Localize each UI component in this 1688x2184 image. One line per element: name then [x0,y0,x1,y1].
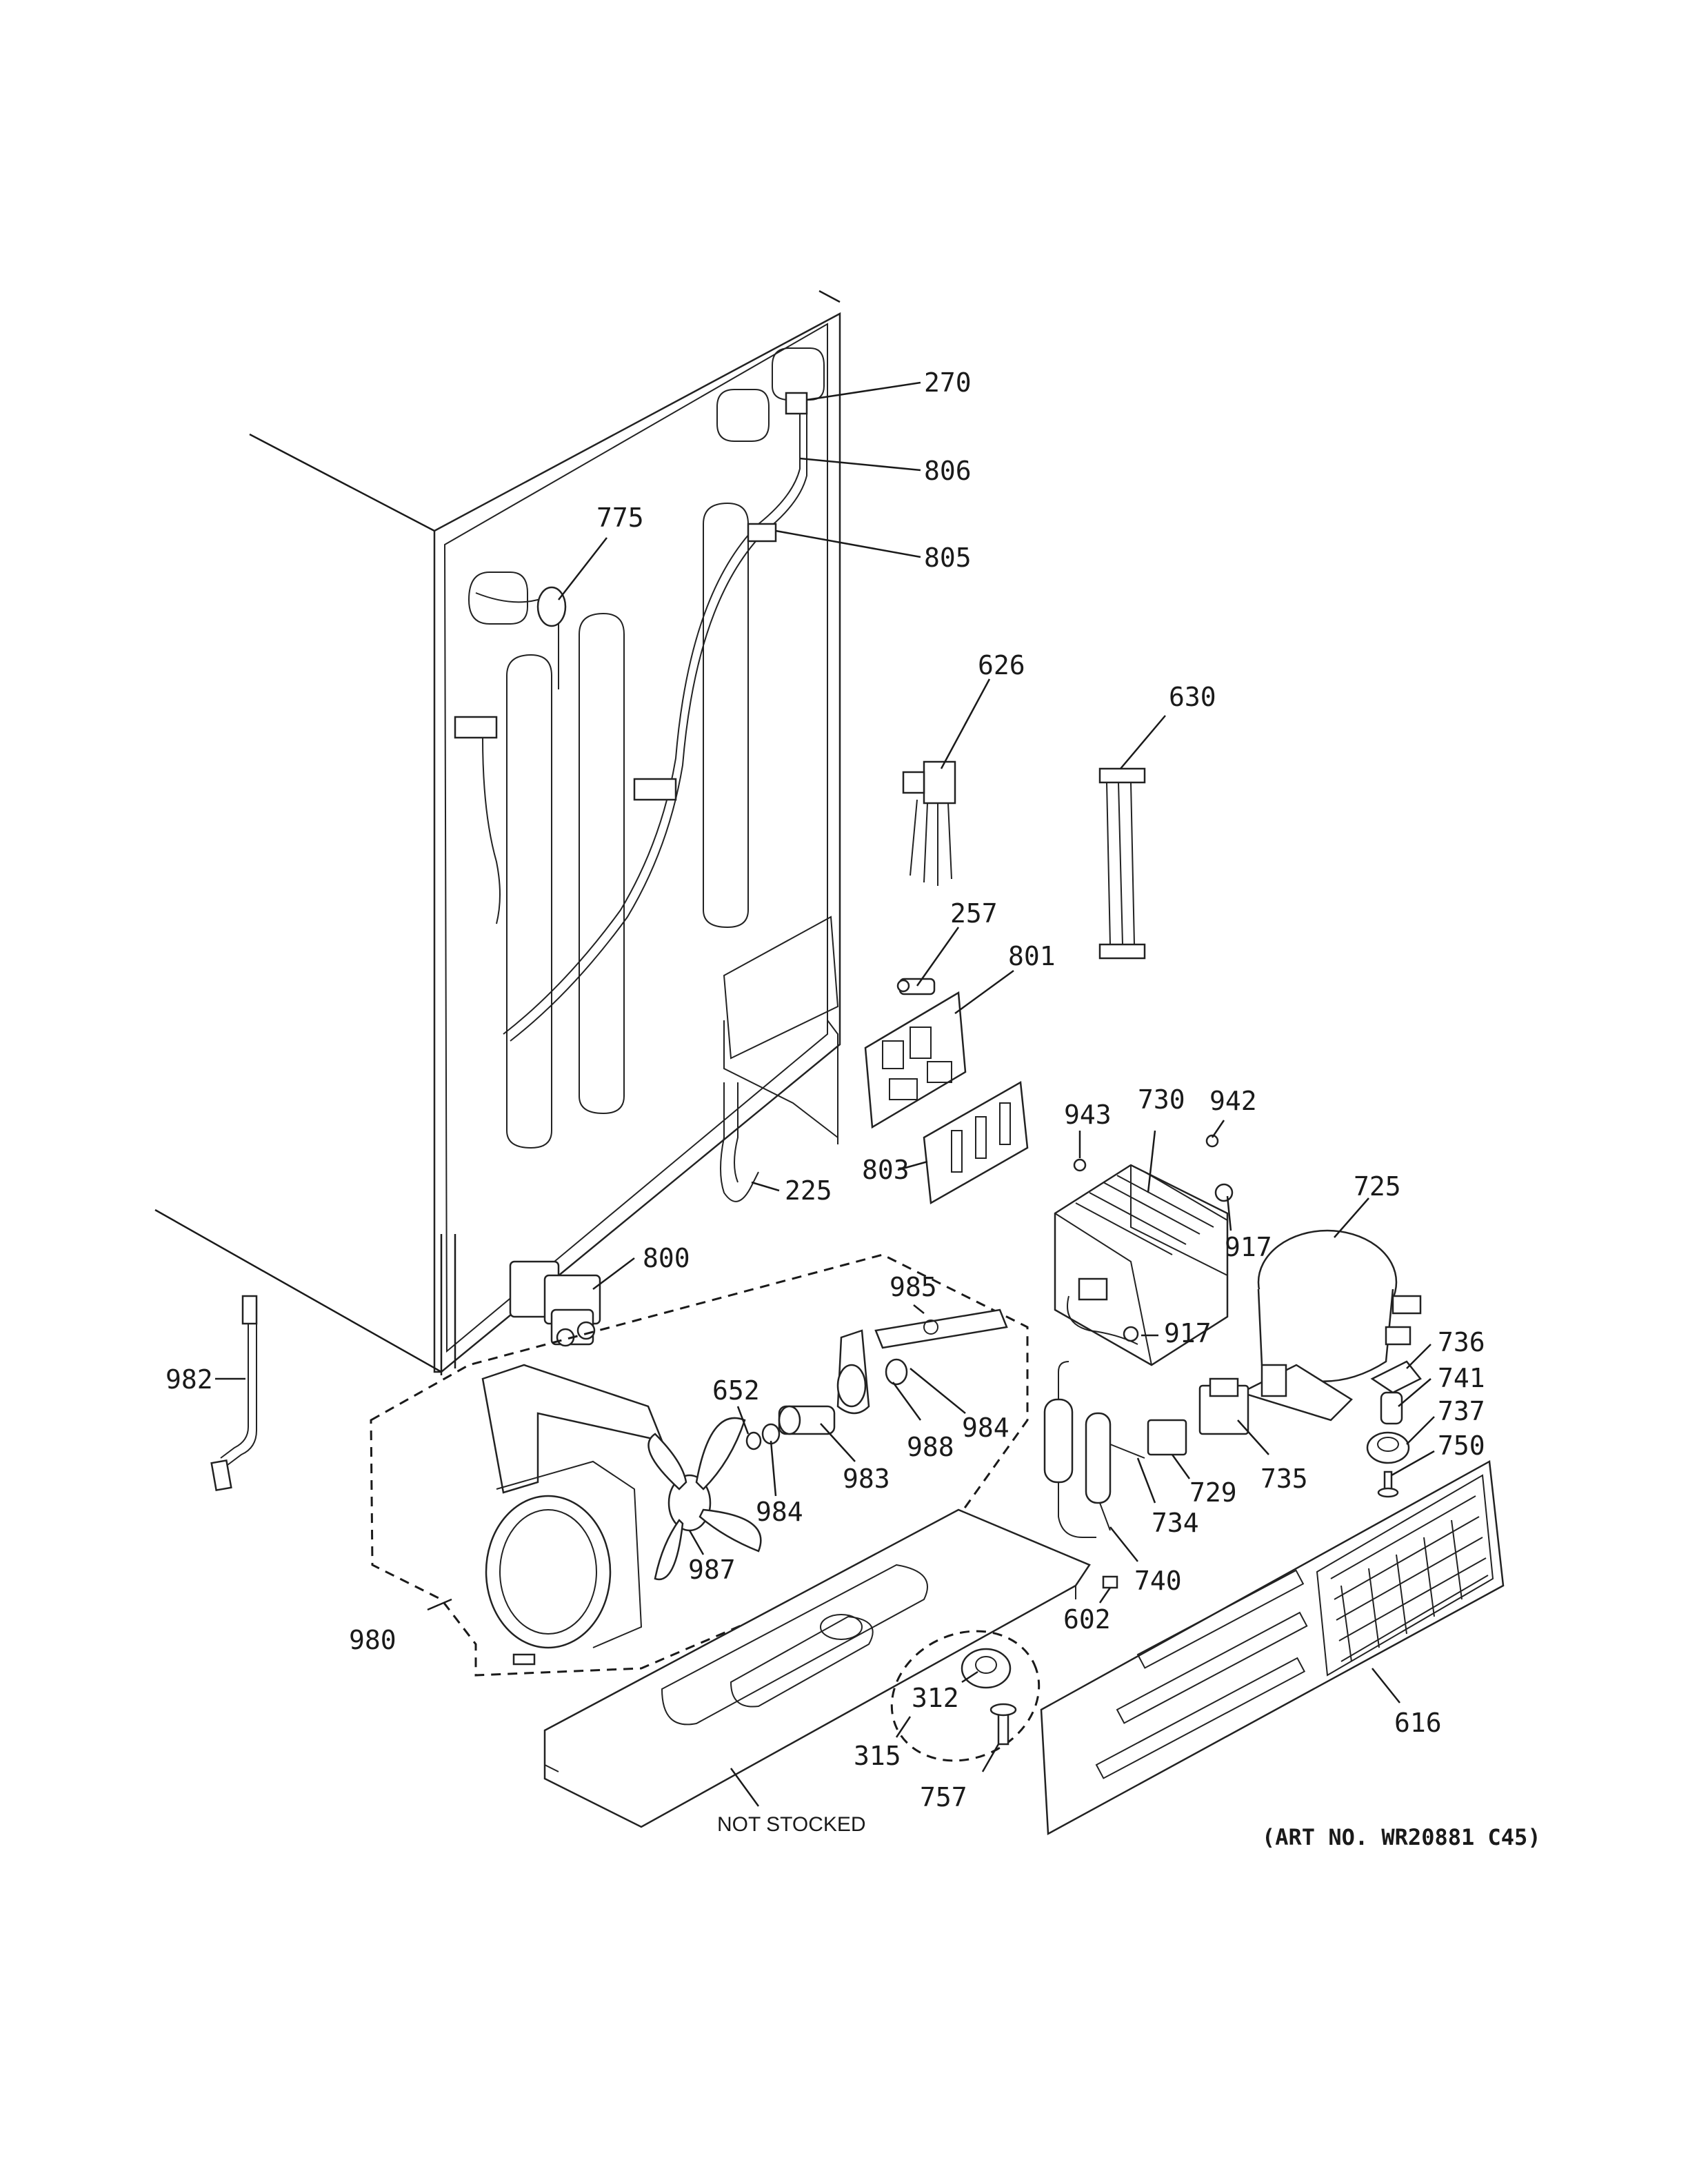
callout-652: 652 [712,1375,760,1406]
callout-805: 805 [924,543,972,573]
control-board [864,991,967,1129]
screw-943 [1073,1158,1087,1172]
callout-750: 750 [1438,1430,1485,1461]
callout-987: 987 [688,1555,736,1585]
callout-757: 757 [920,1782,967,1812]
grommet-917-upper [1214,1183,1234,1202]
grommet-741 [1380,1391,1403,1425]
callout-985: 985 [890,1272,937,1302]
callout-602: 602 [1063,1604,1111,1635]
callout-734: 734 [1152,1508,1199,1538]
fan-blade [647,1417,762,1581]
grommet-737 [1366,1431,1410,1464]
capacitor [1147,1419,1187,1456]
leader-lines [215,381,1435,1807]
motor-mount [778,1405,836,1435]
callout-730: 730 [1138,1084,1185,1115]
callout-942: 942 [1209,1086,1257,1116]
compressor [1238,1229,1422,1422]
callout-737: 737 [1438,1396,1485,1426]
callout-917-lower: 917 [1164,1318,1212,1348]
rear-access-cover [1040,1459,1505,1836]
callout-984-upper: 984 [962,1413,1009,1443]
stud-750 [1377,1470,1399,1498]
not-stocked-label: NOT STOCKED [717,1813,866,1836]
board-cover [923,1080,1029,1205]
start-relay [1198,1377,1249,1435]
screw-980 [512,1653,536,1666]
callout-806: 806 [924,456,972,486]
callout-312: 312 [912,1683,959,1713]
lead-734 [1109,1444,1145,1459]
callout-943: 943 [1064,1100,1112,1130]
callout-983: 983 [843,1464,890,1494]
fan-shroud [481,1364,664,1649]
screw-757 [989,1703,1017,1746]
callout-917-upper: 917 [1225,1232,1272,1262]
callout-988: 988 [907,1432,954,1462]
callout-801: 801 [1008,941,1056,971]
grommet-984 [761,1423,781,1445]
callout-741: 741 [1438,1363,1485,1393]
callout-775: 775 [596,503,644,533]
wire-connector [902,760,956,886]
fan-motor [836,1329,908,1415]
condenser [1054,1164,1229,1366]
motor-bracket [874,1308,1008,1349]
water-line-tubing [454,392,808,1042]
filter-dryer [1043,1361,1112,1538]
art-number: (ART NO. WR20881 C45) [1262,1824,1541,1850]
water-supply-tube [210,1295,258,1492]
callout-803: 803 [862,1155,910,1185]
callout-257: 257 [950,898,998,929]
callout-980: 980 [349,1625,396,1655]
callout-740: 740 [1134,1566,1182,1596]
base-pan [543,1508,1091,1828]
roller-312 [961,1648,1012,1689]
screw-942 [1205,1134,1219,1148]
callout-616: 616 [1394,1708,1442,1738]
water-valve [509,1260,601,1347]
grommet-917-lower [1123,1326,1139,1342]
callout-984-lower: 984 [756,1497,803,1527]
callout-800: 800 [643,1243,690,1273]
callout-225: 225 [785,1175,832,1206]
callout-630: 630 [1169,682,1216,712]
drain-tube [720,1082,759,1202]
roller-kit-outline [890,1630,1041,1762]
thermistor [896,978,936,995]
cabinet-back [154,290,841,1375]
callout-626: 626 [978,650,1025,680]
wire-harness [1098,767,1146,960]
callout-982: 982 [165,1364,213,1395]
callout-725: 725 [1354,1171,1401,1202]
callout-270: 270 [924,367,972,398]
callout-735: 735 [1260,1464,1308,1494]
callout-736: 736 [1438,1327,1485,1357]
callout-315: 315 [854,1741,901,1771]
callout-729: 729 [1189,1477,1237,1508]
washer-652 [745,1431,762,1450]
callout-labels: 270 806 805 775 626 630 257 801 943 730 … [165,367,1541,1850]
screw-602 [1102,1575,1118,1589]
